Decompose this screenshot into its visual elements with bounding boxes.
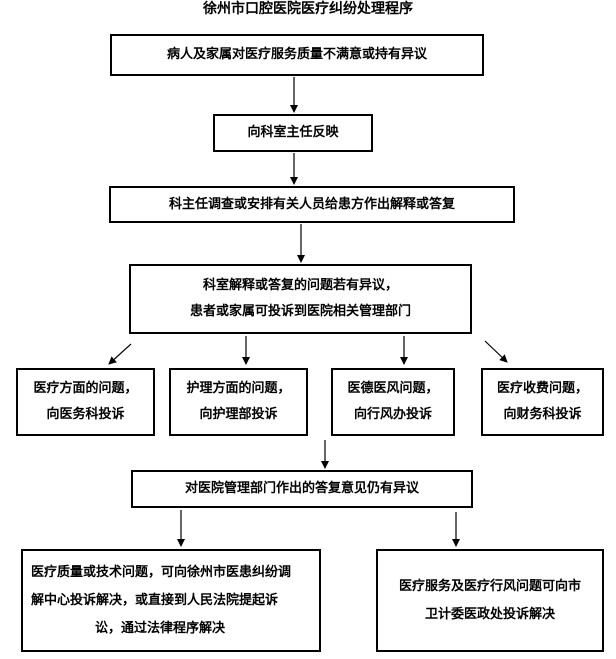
arrow-to-billing [484,340,508,363]
branch-billing-line1: 医疗收费问题， [496,381,588,396]
branch-ethics: 医德医风问题， 向行风办投诉 [331,368,455,436]
final-legal-line3: 讼，通过法律程序解决 [95,620,226,636]
step-complain-line2: 患者或家属可投诉到医院相关管理部门 [189,304,411,319]
diagram-title: 徐州市口腔医院医疗纠纷处理程序 [203,1,413,17]
final-legal-line2: 解中心投诉解决，或直接到人民法院提起诉 [31,592,279,608]
step-report-to-director-label: 向科室主任反映 [247,125,339,140]
final-legal-line1: 医疗质量或技术问题，可向徐州市医患纠纷调 [31,564,292,580]
step-dissatisfaction: 病人及家属对医疗服务质量不满意或持有异议 [110,34,484,76]
step-director-investigate: 科主任调查或安排有关人员给患方作出解释或答复 [109,186,515,223]
branch-billing: 医疗收费问题， 向财务科投诉 [481,368,604,436]
final-health-line2: 卫计委医政处投诉解决 [424,606,555,622]
final-legal-route: 医疗质量或技术问题，可向徐州市医患纠纷调 解中心投诉解决，或直接到人民法院提起诉… [21,549,321,652]
branch-nursing: 护理方面的问题， 向护理部投诉 [169,368,308,436]
step-complain-to-management: 科室解释或答复的问题若有异议， 患者或家属可投诉到医院相关管理部门 [129,264,472,334]
step-report-to-director: 向科室主任反映 [213,114,373,152]
step-dissatisfaction-label: 病人及家属对医疗服务质量不满意或持有异议 [166,47,427,62]
step-director-investigate-label: 科主任调查或安排有关人员给患方作出解释或答复 [168,196,455,212]
branch-billing-line2: 向财务科投诉 [503,407,582,422]
step-still-disagree: 对医院管理部门作出的答复意见仍有异议 [131,470,473,508]
step-complain-line1: 科室解释或答复的问题若有异议， [202,278,398,293]
final-health-commission: 医疗服务及医疗行风问题可向市 卫计委医政处投诉解决 [376,549,604,652]
branch-ethics-line2: 向行风办投诉 [353,407,432,422]
branch-medical: 医疗方面的问题， 向医务科投诉 [16,368,155,436]
branch-nursing-line1: 护理方面的问题， [186,381,291,396]
branch-ethics-line1: 医德医风问题， [347,381,439,396]
branch-medical-line1: 医疗方面的问题， [33,381,138,396]
branch-medical-line2: 向医务科投诉 [46,407,125,422]
arrow-to-medical [108,343,132,365]
step-still-disagree-label: 对医院管理部门作出的答复意见仍有异议 [184,481,419,496]
final-health-line1: 医疗服务及医疗行风问题可向市 [398,578,581,594]
branch-nursing-line2: 向护理部投诉 [199,407,278,422]
